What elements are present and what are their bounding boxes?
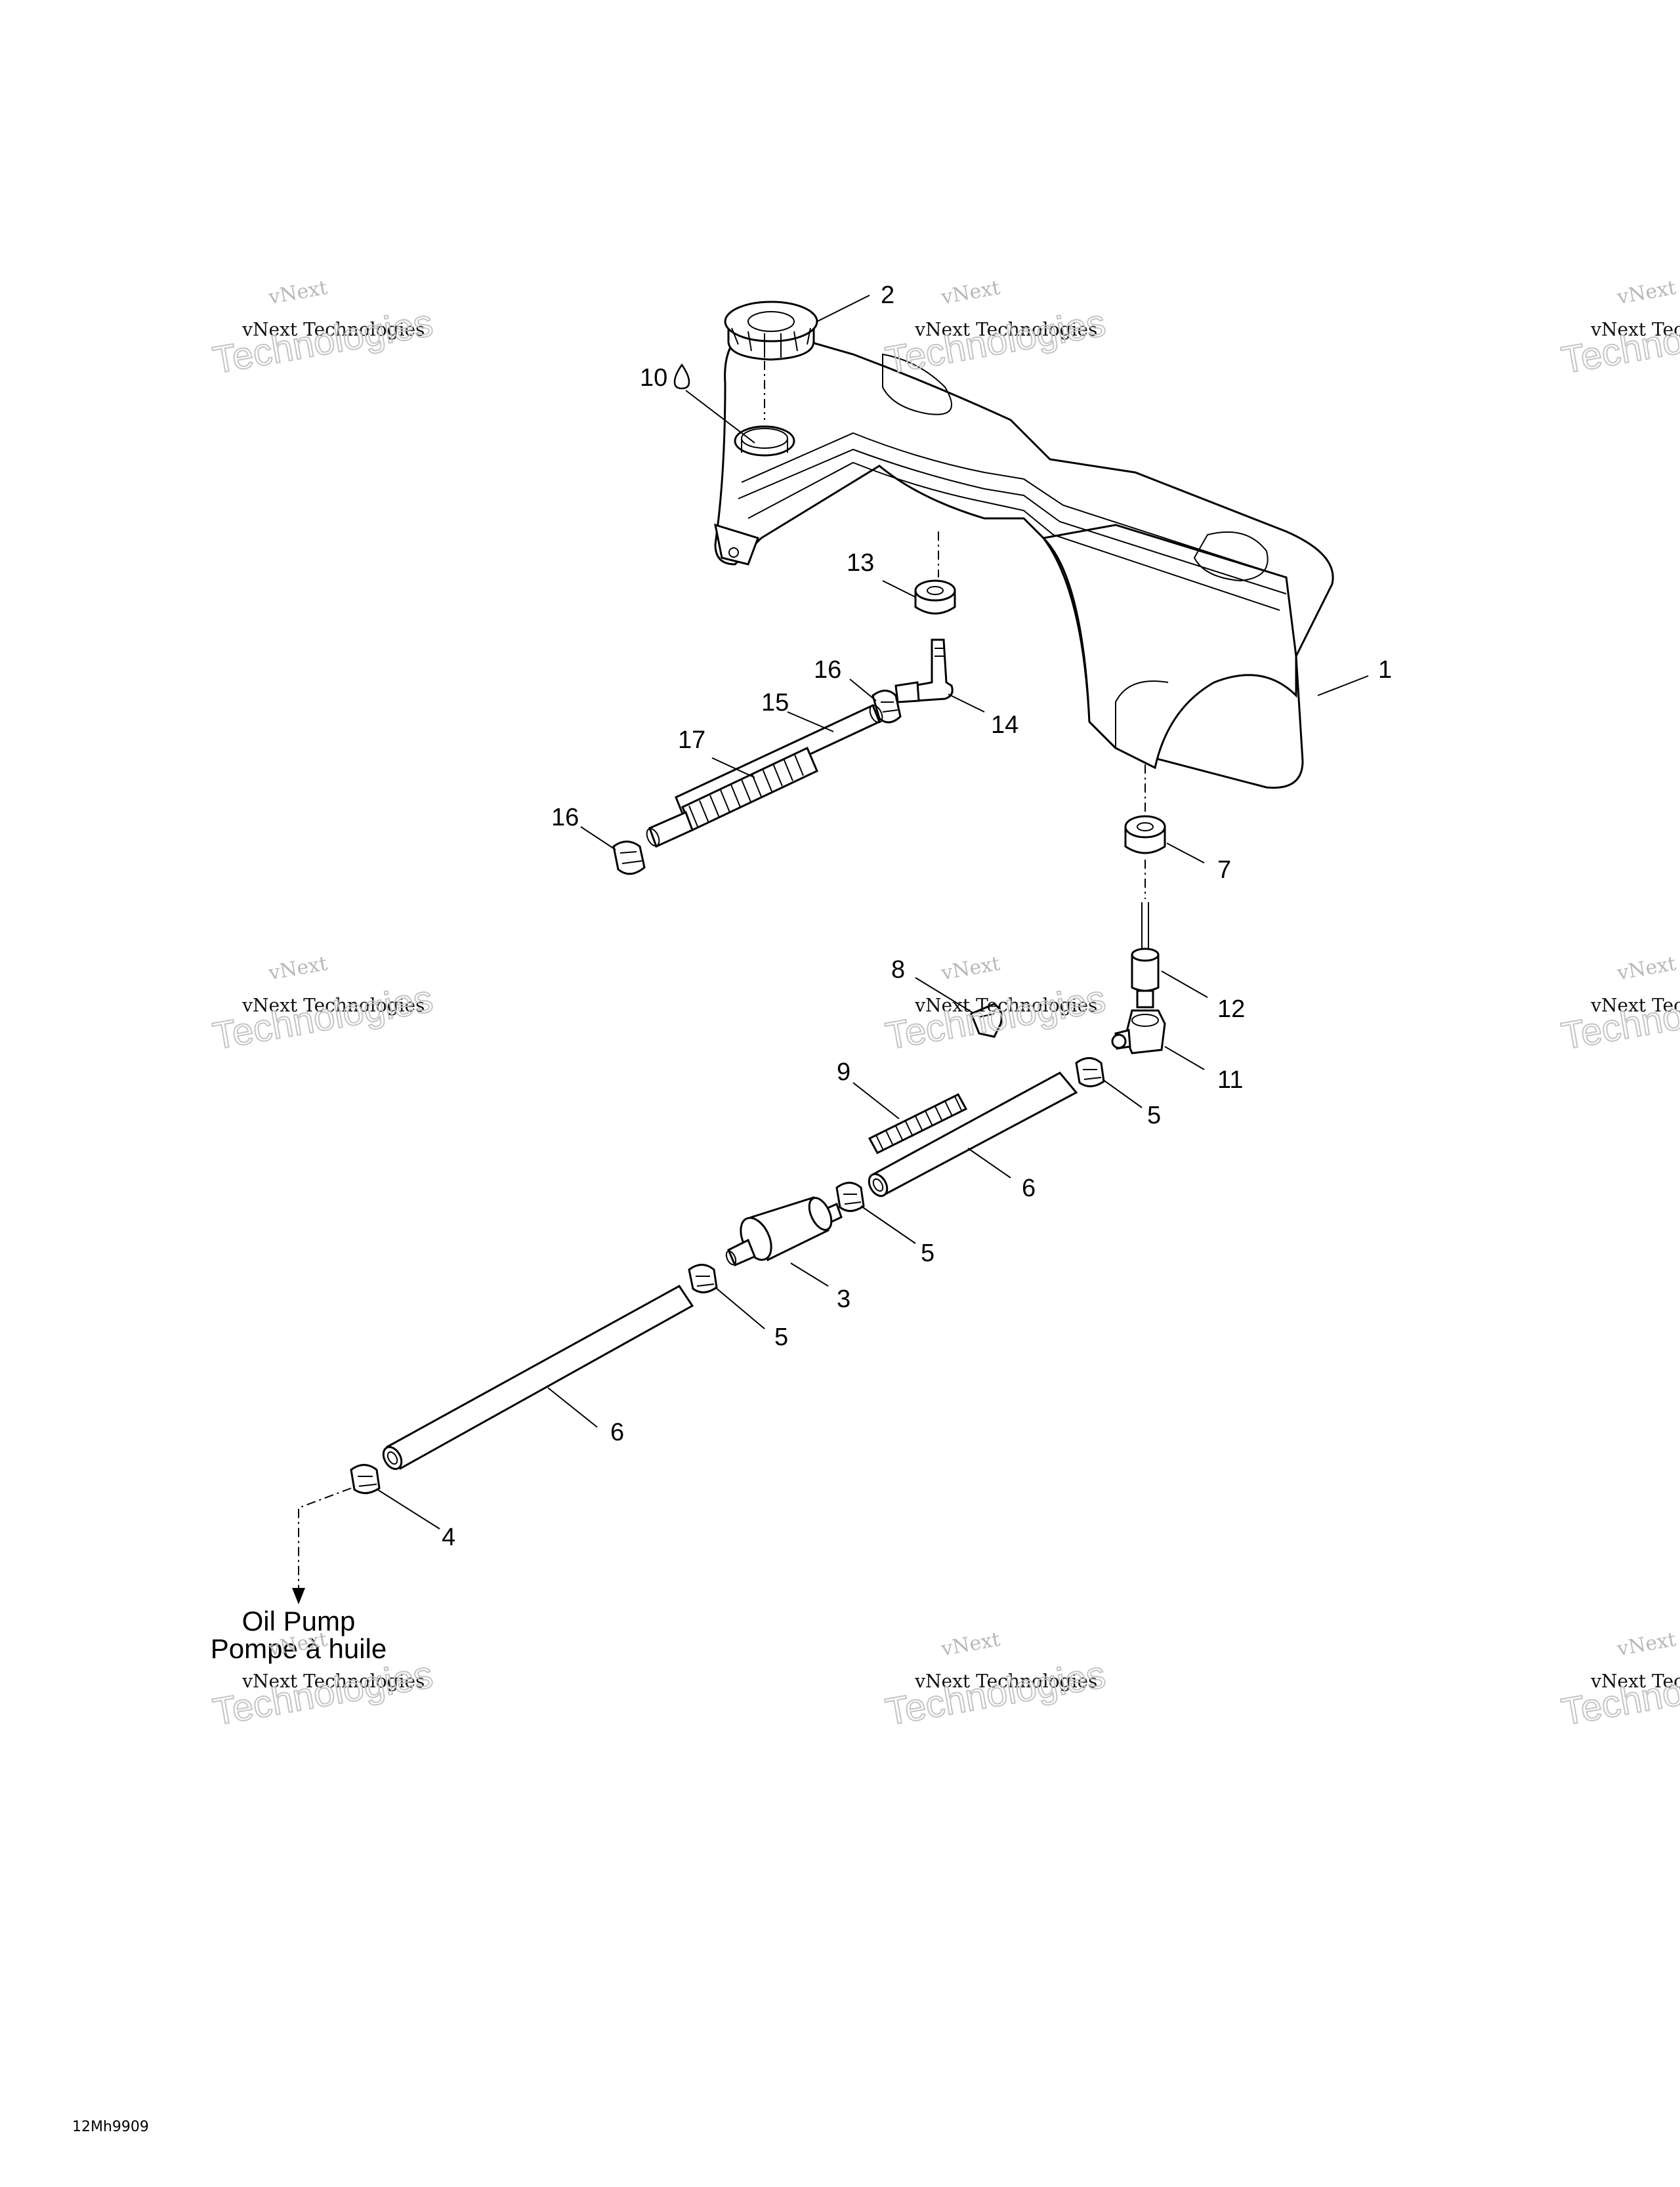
watermark-line-1: vNext [939, 952, 1002, 985]
watermark-1: vNext vNext Technologies Technologies [209, 276, 437, 383]
callout-16-a: 16 [814, 656, 841, 684]
oil-tank [714, 327, 1334, 789]
hose-clamp-5-mid [835, 1182, 865, 1212]
pickup-tube-12 [1131, 902, 1160, 1009]
watermark-line-1: vNext [1615, 1628, 1678, 1661]
watermark-line-3: Technologies [210, 977, 436, 1058]
caption-line-1: Oil Pump [242, 1606, 356, 1636]
callout-2: 2 [881, 281, 894, 309]
watermark-line-1: vNext [266, 276, 329, 309]
watermark-line-3: Technologies [883, 301, 1109, 382]
watermark-line-2: vNext Technologies [914, 994, 1097, 1016]
grommet-7 [1124, 815, 1166, 854]
protector-sleeve-17 [646, 746, 818, 848]
callout-5-a: 5 [1147, 1102, 1161, 1129]
watermark-line-3: Technologies [210, 301, 436, 382]
callout-12: 12 [1217, 995, 1245, 1023]
watermark-8: vNext vNext Technologies Technologies [882, 1628, 1110, 1734]
arrow-down-icon [292, 1588, 305, 1604]
callout-6-b: 6 [610, 1419, 624, 1446]
hose-clamp-16-lower [612, 841, 646, 875]
spring-9 [868, 1093, 968, 1154]
hose-clamp-4 [350, 1464, 381, 1494]
watermark-line-1: vNext [266, 952, 329, 985]
fuel-hose-6-lower [382, 1285, 694, 1470]
callout-7: 7 [1217, 856, 1231, 884]
callout-16-b: 16 [551, 804, 579, 831]
fuel-hose-6-upper [868, 1072, 1078, 1198]
watermark-line-3: Technologies [1559, 1653, 1680, 1734]
watermark-6: vNext vNext Technologies Technologies [1558, 952, 1680, 1058]
callout-5-b: 5 [921, 1239, 934, 1267]
leader-lines [377, 295, 1369, 1530]
callout-numbers: 1 2 3 4 5 5 5 5 6 6 7 8 9 10 11 12 13 14… [442, 281, 1392, 1551]
watermark-line-2: vNext Technologies [1590, 994, 1680, 1016]
watermark-line-1: vNext [1615, 952, 1678, 985]
callout-13: 13 [847, 549, 874, 577]
watermark-line-2: vNext Technologies [914, 1670, 1097, 1692]
watermark-line-3: Technologies [1559, 977, 1680, 1058]
callout-17: 17 [678, 726, 705, 754]
watermark-line-2: vNext Technologies [914, 318, 1097, 340]
watermark-line-1: vNext [1615, 276, 1678, 309]
callout-15: 15 [761, 689, 789, 717]
watermark-line-2: vNext Technologies [242, 994, 425, 1016]
leader-to-oil-pump [298, 1488, 352, 1588]
oil-filter-3 [725, 1196, 843, 1266]
watermark-line-1: vNext [939, 1628, 1002, 1661]
watermark-9: vNext vNext Technologies Technologies [1558, 1628, 1680, 1734]
elbow-fitting-14 [894, 638, 954, 703]
callout-10: 10 [640, 364, 667, 392]
callout-14: 14 [991, 711, 1018, 739]
filler-cap [724, 301, 818, 361]
watermark-line-3: Technologies [1559, 301, 1680, 382]
watermark-line-3: Technologies [883, 977, 1109, 1058]
watermark-2: vNext vNext Technologies Technologies [882, 276, 1110, 383]
watermark-line-2: vNext Technologies [242, 1670, 425, 1692]
callout-4: 4 [442, 1524, 455, 1551]
callout-6-a: 6 [1022, 1175, 1036, 1202]
hose-clamp-5-top-right [1075, 1057, 1105, 1087]
callout-8: 8 [891, 956, 905, 984]
oil-drop-icon [673, 363, 690, 390]
watermark-line-2: vNext Technologies [242, 318, 425, 340]
grommet-13 [914, 579, 956, 615]
watermark-line-2: vNext Technologies [1590, 1670, 1680, 1692]
callout-5-c: 5 [774, 1323, 788, 1351]
callout-1: 1 [1378, 656, 1392, 684]
hose-clamp-16-upper [872, 690, 902, 724]
watermark-7: vNext vNext Technologies Technologies [209, 1628, 437, 1734]
caption-line-2: Pompe à huile [211, 1633, 387, 1664]
watermark-4: vNext vNext Technologies Technologies [209, 952, 437, 1058]
tee-fitting-11 [1111, 1009, 1166, 1054]
callout-9: 9 [837, 1058, 850, 1086]
callout-11: 11 [1217, 1066, 1243, 1094]
drawing-code: 12Mh9909 [72, 2119, 149, 2135]
watermark-line-2: vNext Technologies [1590, 318, 1680, 340]
watermark-3: vNext vNext Technologies Technologies [1558, 276, 1680, 383]
hose-clamp-5-lower [688, 1264, 718, 1293]
watermark-line-1: vNext [939, 276, 1002, 309]
watermark-5: vNext vNext Technologies Technologies [882, 952, 1110, 1058]
clip-8 [970, 1003, 1003, 1038]
callout-3: 3 [837, 1285, 850, 1313]
watermark-line-3: Technologies [210, 1653, 436, 1734]
watermark-line-3: Technologies [883, 1653, 1109, 1734]
